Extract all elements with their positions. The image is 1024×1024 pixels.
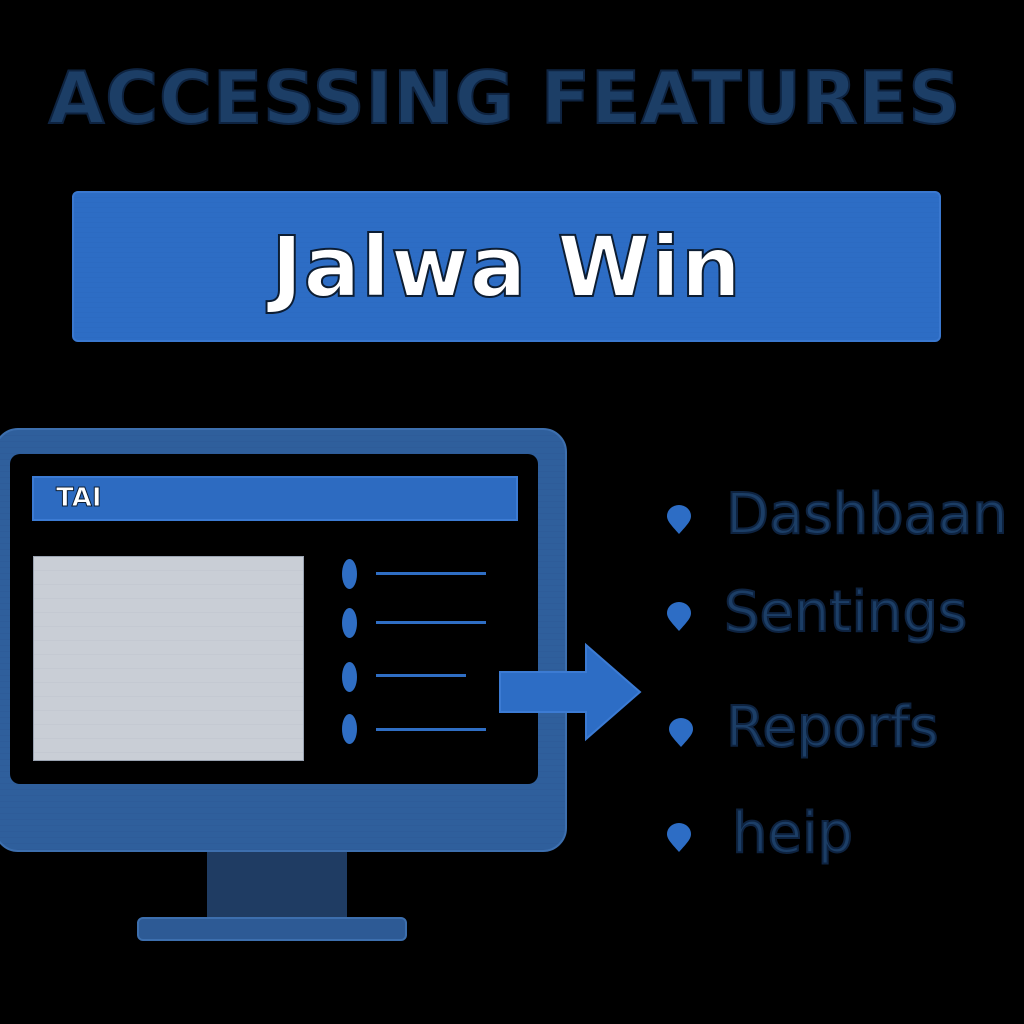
map-pin-icon bbox=[667, 823, 691, 852]
feature-help: heip bbox=[731, 801, 854, 866]
list-bullet-icon bbox=[342, 714, 357, 744]
monitor-stand-neck bbox=[207, 850, 347, 918]
titlebar-label: TAI bbox=[56, 483, 103, 513]
list-bullet-icon bbox=[342, 662, 357, 692]
feature-dashboard: Dashbaan bbox=[725, 482, 1009, 547]
map-pin-icon bbox=[669, 718, 693, 747]
map-pin-icon bbox=[667, 505, 691, 534]
page-heading: ACCESSING FEATURES bbox=[48, 56, 962, 140]
list-bullet-icon bbox=[342, 559, 357, 589]
list-line bbox=[376, 572, 486, 575]
list-bullet-icon bbox=[342, 608, 357, 638]
monitor-stand-base bbox=[137, 917, 407, 941]
feature-settings: Sentings bbox=[723, 580, 968, 645]
list-line bbox=[376, 621, 486, 624]
list-line bbox=[376, 728, 486, 731]
map-pin-icon bbox=[667, 602, 691, 631]
feature-reports: Reporfs bbox=[725, 695, 940, 760]
title-banner: Jalwa Win bbox=[72, 191, 941, 342]
window-titlebar: TAI bbox=[32, 476, 518, 521]
banner-title: Jalwa Win bbox=[270, 217, 742, 317]
content-panel bbox=[33, 556, 304, 761]
list-line bbox=[376, 674, 466, 677]
